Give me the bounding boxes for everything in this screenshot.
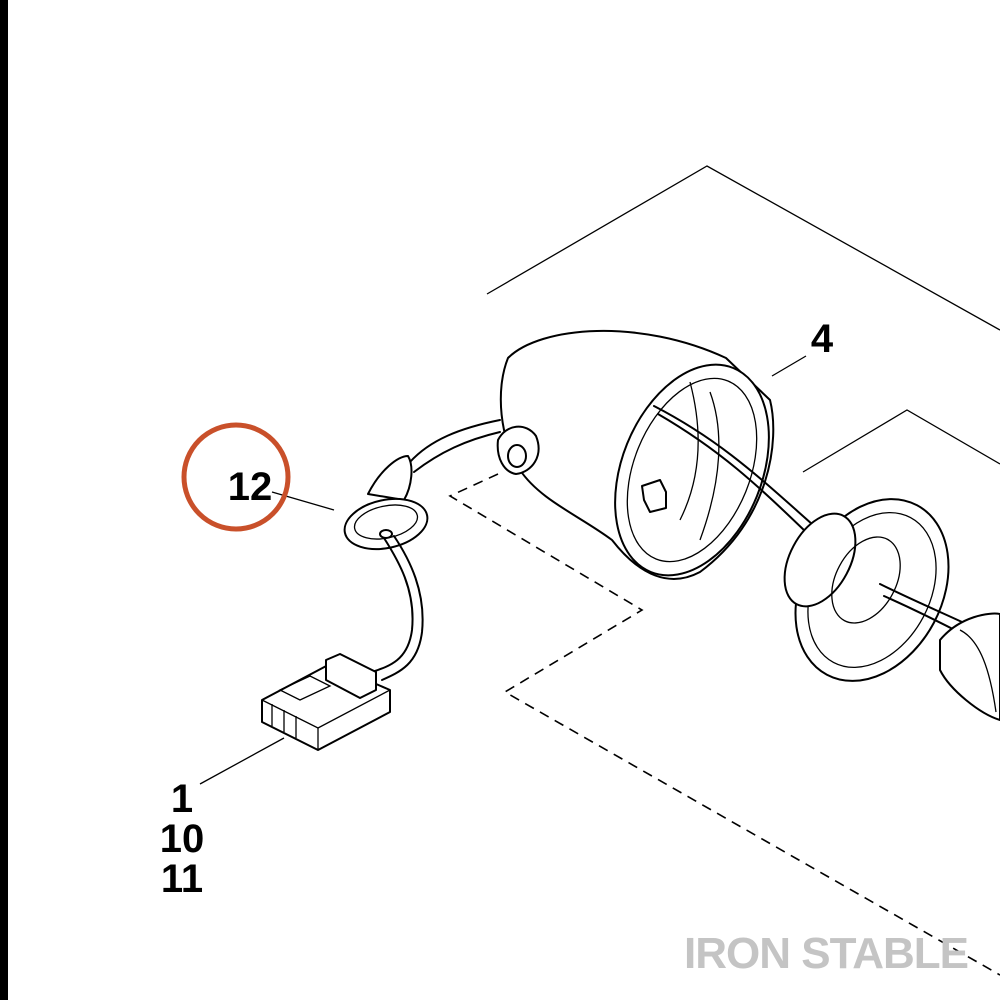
wire-lower — [371, 537, 414, 673]
left-border — [0, 0, 8, 1000]
lamp-housing — [496, 330, 775, 580]
callout-11: 11 — [161, 857, 203, 901]
callout-4: 4 — [811, 317, 834, 361]
bulb-socket — [783, 498, 1000, 721]
assembly-outline-inner — [802, 409, 1000, 473]
leader-1 — [199, 737, 285, 785]
wire-inner — [653, 405, 813, 525]
callout-12: 12 — [228, 465, 273, 509]
assembly-outline-upper — [486, 165, 1000, 331]
highlight-circle — [181, 422, 291, 532]
wire-upper — [409, 419, 501, 463]
connector — [261, 653, 391, 751]
assembly-outline-dashed — [448, 473, 1000, 976]
wire-inner-2 — [657, 413, 807, 533]
callout-10: 10 — [160, 817, 205, 861]
callout-1: 1 — [171, 777, 193, 821]
leader-4 — [771, 355, 807, 377]
wire-upper-2 — [413, 431, 501, 473]
watermark-text: IRON STABLE — [684, 929, 968, 978]
wire-lower-2 — [381, 535, 424, 681]
